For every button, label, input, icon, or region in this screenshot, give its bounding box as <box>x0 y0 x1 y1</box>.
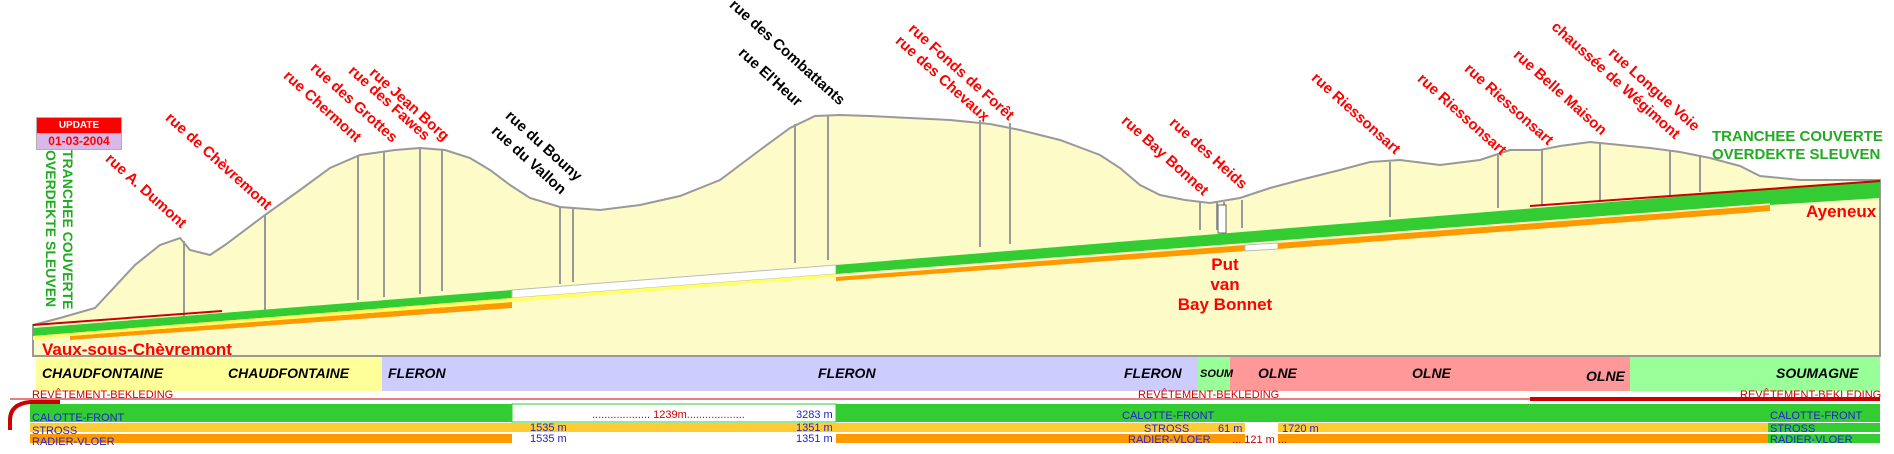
stross-right-value: 1720 m <box>1282 423 1319 435</box>
commune-label: SOUMAGNE <box>1776 365 1859 381</box>
calotte-end-value: 3283 m <box>796 409 833 421</box>
revetement-label-left: REVÊTEMENT-BEKLEDING <box>32 389 174 401</box>
commune-label: SOUM <box>1200 368 1233 380</box>
stross-label-left: STROSS <box>32 425 78 437</box>
update-date: 01-03-2004 <box>36 133 122 150</box>
radier-label-right: RADIER-VLOER <box>1770 434 1853 446</box>
revetement-label-right: REVÊTEMENT-BEKLEDING <box>1740 389 1882 401</box>
stross-mid-value: 61 m <box>1218 423 1243 435</box>
stross-label-mid: STROSS <box>1144 423 1190 435</box>
commune-label: FLERON <box>1124 365 1182 381</box>
radier-end-value: 1351 m <box>796 433 833 445</box>
tunnel-bands <box>33 180 1880 340</box>
shaft-label-1: Put <box>1211 255 1239 274</box>
stross-label-right: STROSS <box>1770 423 1816 435</box>
shaft <box>1217 204 1227 234</box>
tranchee-right-1: TRANCHEE COUVERTE <box>1712 128 1883 145</box>
shaft-label-2: van <box>1210 275 1240 294</box>
commune-label: FLERON <box>388 365 446 381</box>
calotte-label-left: CALOTTE-FRONT <box>32 412 125 424</box>
tranchee-right-2: OVERDEKTE SLEUVEN <box>1712 146 1881 163</box>
tranchee-left-1: TRANCHEE COUVERTE <box>60 150 76 310</box>
stross-start-value: 1535 m <box>530 422 567 434</box>
shaft-label-3: Bay Bonnet <box>1177 295 1273 314</box>
radier-gap-value: ... 121 m ... <box>1232 434 1288 446</box>
commune-boxes <box>36 357 1880 391</box>
commune-label: OLNE <box>1412 365 1451 381</box>
shaft-label: Put van Bay Bonnet <box>1165 255 1285 315</box>
progress-bars <box>8 397 1880 443</box>
start-location: Vaux-sous-Chèvremont <box>42 340 232 359</box>
calotte-label-mid: CALOTTE-FRONT <box>1122 410 1215 422</box>
commune-label: CHAUDFONTAINE <box>228 365 350 381</box>
commune-label: FLERON <box>818 365 876 381</box>
stross-end-value: 1351 m <box>796 422 833 434</box>
commune-label: OLNE <box>1586 368 1625 384</box>
radier-label-mid: RADIER-VLOER <box>1128 434 1211 446</box>
radier-start-value: 1535 m <box>530 433 567 445</box>
commune-label: CHAUDFONTAINE <box>42 365 164 381</box>
calotte-start-value: 1535 m <box>530 409 567 421</box>
calotte-gap-value: ................... 1239m...............… <box>592 409 745 421</box>
update-badge: UPDATE <box>36 117 122 134</box>
tranchee-left-2: OVERDEKTE SLEUVEN <box>43 150 59 308</box>
street-lines <box>183 116 1701 320</box>
revetement-label-mid: REVÊTEMENT-BEKLEDING <box>1138 389 1280 401</box>
end-location: Ayeneux <box>1806 202 1877 221</box>
commune-label: OLNE <box>1258 365 1297 381</box>
calotte-label-right: CALOTTE-FRONT <box>1770 410 1863 422</box>
radier-label-left: RADIER-VLOER <box>32 436 115 448</box>
